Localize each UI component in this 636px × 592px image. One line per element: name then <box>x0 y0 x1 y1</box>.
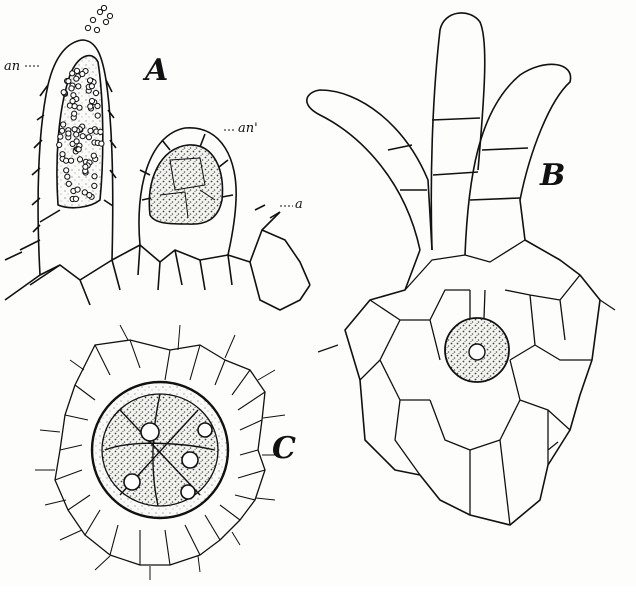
spermatozoid <box>85 25 90 30</box>
spermatozoid <box>101 5 106 10</box>
spermatozoid <box>60 152 65 157</box>
spermatozoid <box>60 128 65 133</box>
spermatozoid <box>69 86 74 91</box>
spermatozoid <box>70 71 75 76</box>
label-a: a <box>295 197 303 212</box>
spermatozoid <box>74 76 79 81</box>
spermatozoid <box>73 196 78 201</box>
spermatozoid <box>72 111 77 116</box>
panel-a-drawing <box>5 5 310 310</box>
spermatozoid <box>86 135 91 140</box>
label-panel-a: A <box>142 53 168 88</box>
spermatozoid <box>66 79 71 84</box>
spermatozoid <box>80 134 85 139</box>
prothallus-left-lobe <box>307 90 432 250</box>
spermatozoid <box>92 174 97 179</box>
spermatozoid <box>75 187 80 192</box>
spermatozoid <box>92 183 97 188</box>
spermatozoid <box>61 90 66 95</box>
spermatozoid <box>98 129 103 134</box>
spermatozoid <box>66 181 71 186</box>
spermatozoid <box>83 164 88 169</box>
prothallus-middle-lobe <box>431 13 484 250</box>
spermatozoid <box>58 134 63 139</box>
spermatozoid <box>76 147 81 152</box>
spermatozoid <box>70 99 75 104</box>
spermatozoid <box>61 122 66 127</box>
spermatozoid <box>64 168 69 173</box>
spermatozoid <box>69 158 74 163</box>
spermatozoid <box>64 158 69 163</box>
spermatozoid <box>71 93 76 98</box>
spermatozoid <box>88 104 93 109</box>
spermatozoid <box>90 17 95 22</box>
spermatozoid <box>93 90 98 95</box>
spermatozoid <box>76 84 81 89</box>
spermatozoid <box>80 71 85 76</box>
spermatozoid <box>99 141 104 146</box>
spermatozoid <box>65 174 70 179</box>
spermatozoid <box>88 128 93 133</box>
spermatozoid <box>82 190 87 195</box>
spermatozoid <box>95 113 100 118</box>
spermatozoid <box>72 127 77 132</box>
spermatozoid <box>103 19 108 24</box>
panel-b-drawing <box>307 13 615 525</box>
label-an-prime: an' <box>238 121 258 136</box>
label-panel-b: B <box>539 158 565 193</box>
spermatozoid <box>66 131 71 136</box>
spermatozoid <box>57 142 62 147</box>
panel-c-drawing <box>35 325 285 580</box>
spermatozoid <box>91 153 96 158</box>
spermatozoid <box>89 98 94 103</box>
spermatozoid <box>89 84 94 89</box>
spermatozoid <box>77 157 82 162</box>
spermatozoid <box>107 13 112 18</box>
spermatozoid <box>74 139 79 144</box>
label-an: an <box>4 59 20 74</box>
antheridium-an-prime-body <box>149 145 222 224</box>
spermatozoid <box>72 104 77 109</box>
label-panel-c: C <box>272 431 296 466</box>
spermatozoid <box>94 27 99 32</box>
spermatozoid <box>88 78 93 83</box>
spermatozoid <box>95 103 100 108</box>
spermatozoid <box>74 132 79 137</box>
